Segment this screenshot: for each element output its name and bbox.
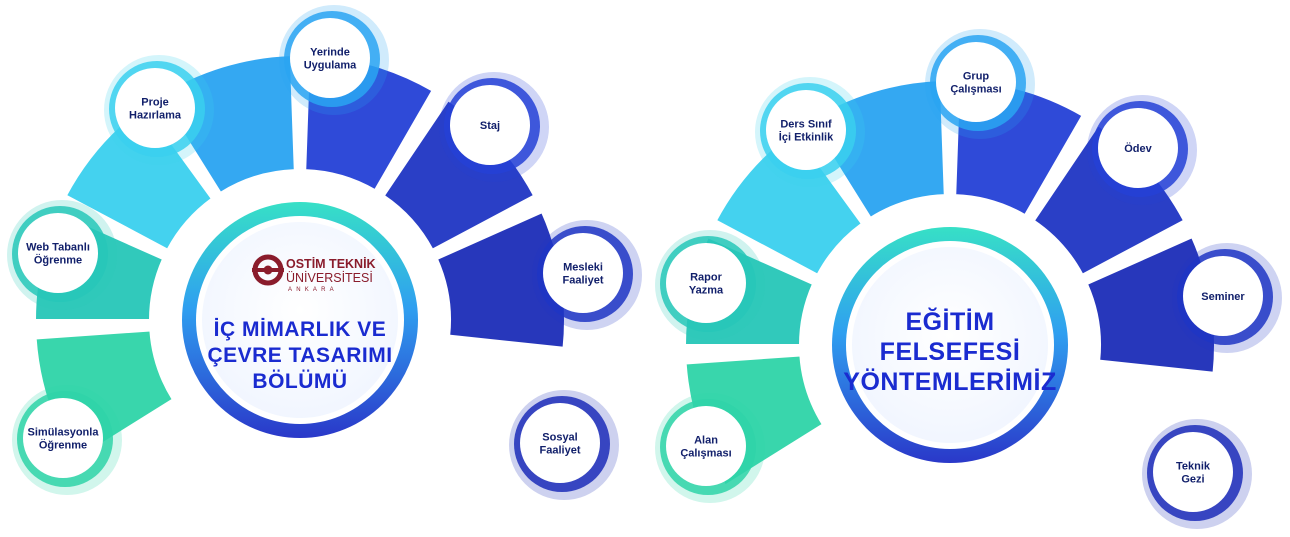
left-node-face-7	[520, 403, 600, 483]
right-node-face-2	[666, 243, 746, 323]
university-logo: OSTİM TEKNİK ÜNİVERSİTESİ ANKARA	[252, 254, 376, 293]
right-node-face-5	[1098, 108, 1178, 188]
right-node-label-7-1: Teknik	[1176, 461, 1211, 473]
right-node-label-2-2: Yazma	[689, 285, 724, 297]
left-hub-line-2: ÇEVRE TASARIMI	[207, 344, 392, 367]
left-node-label-5-1: Staj	[480, 120, 500, 132]
right-node-label-1-1: Alan	[694, 435, 718, 447]
right-node-label-1-2: Çalışması	[680, 448, 731, 460]
right-node-face-4	[936, 42, 1016, 122]
right-node-label-3-1: Ders Sınıf	[780, 119, 832, 131]
left-hub-inner	[202, 222, 398, 418]
left-node-face-5	[450, 85, 530, 165]
logo-line3: ANKARA	[288, 287, 338, 293]
right-node-6: Seminer	[1172, 243, 1282, 353]
right-node-5: Ödev	[1087, 95, 1197, 205]
right-hub-line-2: FELSEFESİ	[880, 338, 1021, 366]
left-node-label-2-1: Web Tabanlı	[26, 242, 90, 254]
right-node-face-3	[766, 90, 846, 170]
left-node-label-7-1: Sosyal	[542, 432, 577, 444]
right-node-face-6	[1183, 256, 1263, 336]
left-node-label-6-2: Faaliyet	[563, 275, 604, 287]
logo-bar-icon	[252, 268, 284, 272]
right-node-face-7	[1153, 432, 1233, 512]
left-node-face-4	[290, 18, 370, 98]
logo-line2: ÜNİVERSİTESİ	[286, 271, 373, 285]
right-node-label-4-2: Çalışması	[950, 84, 1001, 96]
right-node-label-2-1: Rapor	[690, 272, 723, 284]
left-hub: OSTİM TEKNİK ÜNİVERSİTESİ ANKARA İÇ MİMA…	[182, 202, 418, 438]
left-node-face-2	[18, 213, 98, 293]
left-node-label-4-1: Yerinde	[310, 47, 350, 59]
left-node-label-2-2: Öğrenme	[34, 254, 82, 267]
left-node-face-1	[23, 398, 103, 478]
left-node-5: Staj	[439, 72, 549, 182]
right-node-label-7-2: Gezi	[1181, 474, 1204, 486]
left-node-face-3	[115, 68, 195, 148]
left-hub-line-3: BÖLÜMÜ	[252, 370, 347, 393]
right-node-label-6-1: Seminer	[1201, 291, 1245, 303]
left-hub-line-1: İÇ MİMARLIK VE	[214, 318, 387, 341]
right-node-label-5-1: Ödev	[1124, 142, 1152, 155]
left-node-label-3-1: Proje	[141, 97, 169, 109]
right-hub-line-1: EĞİTİM	[905, 307, 994, 336]
left-node-label-1-1: Simülasyonla	[28, 427, 100, 439]
left-node-label-3-2: Hazırlama	[129, 110, 182, 122]
logo-line1: OSTİM TEKNİK	[286, 256, 376, 271]
right-hub-line-3: YÖNTEMLERİMİZ	[843, 367, 1056, 396]
right-hub-inner	[852, 247, 1048, 443]
right-node-label-4-1: Grup	[963, 71, 990, 83]
left-node-label-6-1: Mesleki	[563, 262, 603, 274]
right-node-face-1	[666, 406, 746, 486]
left-node-label-1-2: Öğrenme	[39, 439, 87, 452]
left-node-face-6	[543, 233, 623, 313]
right-hub: EĞİTİM FELSEFESİ YÖNTEMLERİMİZ	[832, 227, 1068, 463]
right-node-label-3-2: İçi Etkinlik	[779, 131, 834, 144]
left-segment-7	[436, 211, 566, 349]
left-node-label-7-2: Faaliyet	[540, 445, 581, 457]
left-node-label-4-2: Uygulama	[304, 60, 357, 72]
